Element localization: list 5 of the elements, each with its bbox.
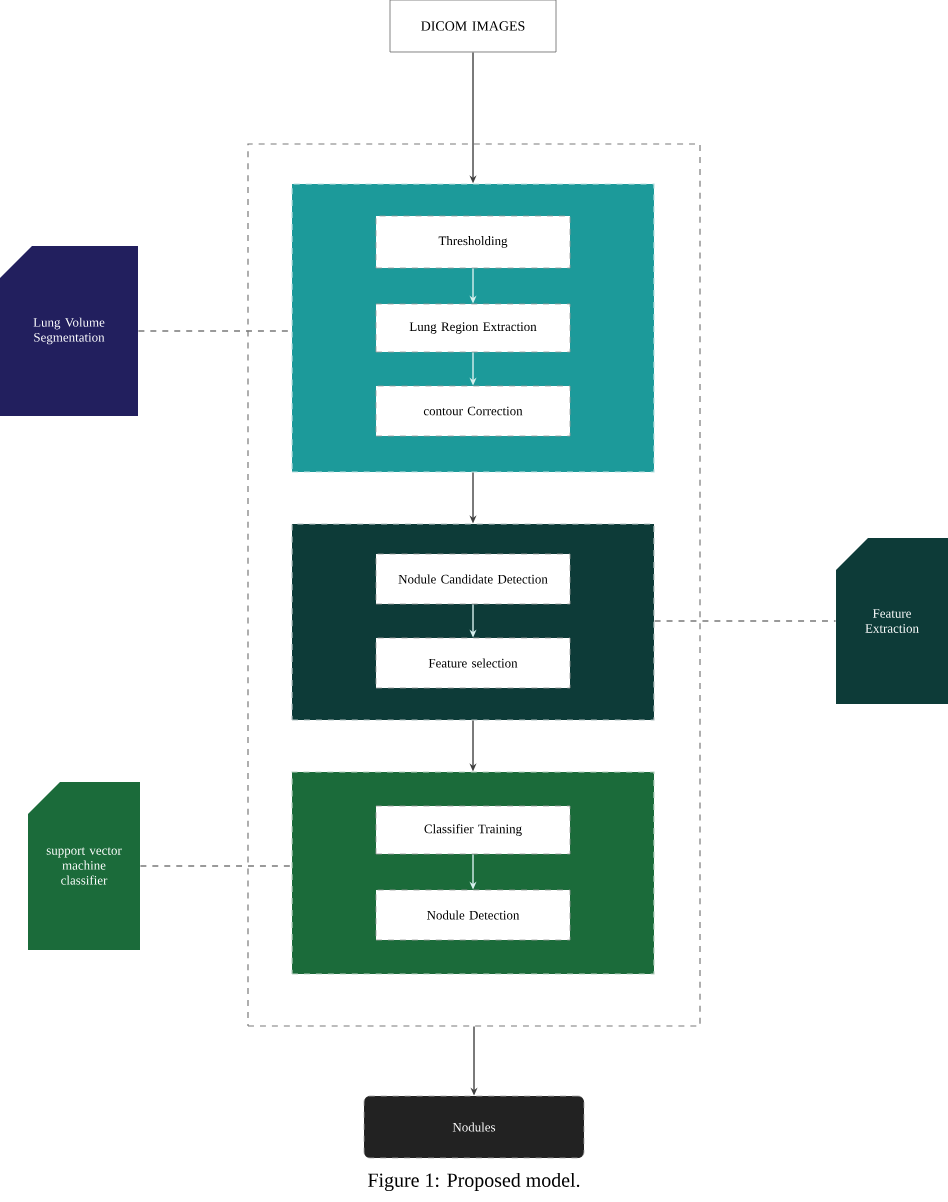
figure-caption: Figure 1: Proposed model. [368, 1172, 580, 1192]
connector-line [653, 620, 837, 622]
connector-line [139, 865, 293, 867]
connector-line [137, 330, 293, 332]
dashed-frame [247, 143, 701, 1027]
